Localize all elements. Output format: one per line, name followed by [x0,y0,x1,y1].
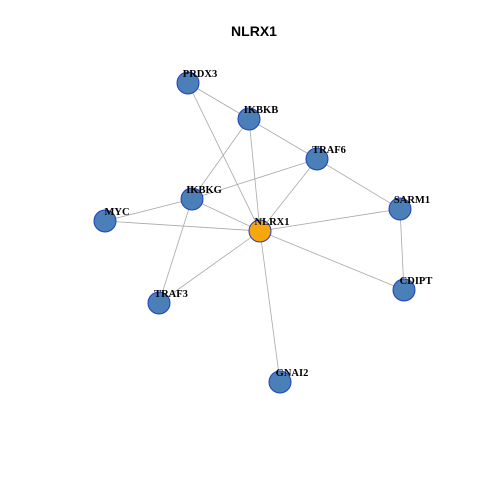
edge-traf6-nlrx1 [259,158,318,232]
node-label-gnai2: GNAI2 [276,368,309,379]
node-prdx3 [176,71,200,95]
edge-prdx3-nlrx1 [187,82,261,232]
node-layer [93,71,416,394]
node-myc [93,209,117,233]
node-label-traf6: TRAF6 [312,145,346,156]
node-ikbkg [180,187,204,211]
node-label-traf3: TRAF3 [154,289,188,300]
edge-nlrx1-cdipt [259,230,405,291]
edge-ikbkb-nlrx1 [248,118,261,232]
edge-traf6-sarm1 [316,158,401,210]
edge-ikbkg-myc [104,198,193,222]
diagram-title: NLRX1 [231,23,277,39]
edge-nlrx1-gnai2 [259,230,281,383]
node-gnai2 [268,370,292,394]
node-traf3 [147,291,171,315]
node-traf6 [305,147,329,171]
node-label-prdx3: PRDX3 [183,69,217,80]
node-label-cdipt: CDIPT [400,276,433,287]
node-sarm1 [388,197,412,221]
node-label-myc: MYC [104,207,129,218]
edge-ikbkg-traf3 [158,198,193,304]
edge-nlrx1-traf3 [158,230,261,304]
node-cdipt [392,278,416,302]
edge-ikbkg-nlrx1 [191,198,261,232]
edge-prdx3-ikbkb [187,82,250,120]
edge-sarm1-cdipt [399,208,405,291]
node-label-ikbkg: IKBKG [186,185,222,196]
node-label-sarm1: SARM1 [394,195,430,206]
edge-traf6-ikbkg [191,158,318,200]
node-label-ikbkb: IKBKB [244,105,278,116]
edge-myc-nlrx1 [104,220,261,232]
edge-nlrx1-sarm1 [259,208,401,232]
edge-layer [104,82,405,383]
node-nlrx1 [248,219,272,243]
edge-ikbkb-traf6 [248,118,318,160]
edge-ikbkb-ikbkg [191,118,250,200]
node-label-nlrx1: NLRX1 [254,217,289,228]
node-ikbkb [237,107,261,131]
